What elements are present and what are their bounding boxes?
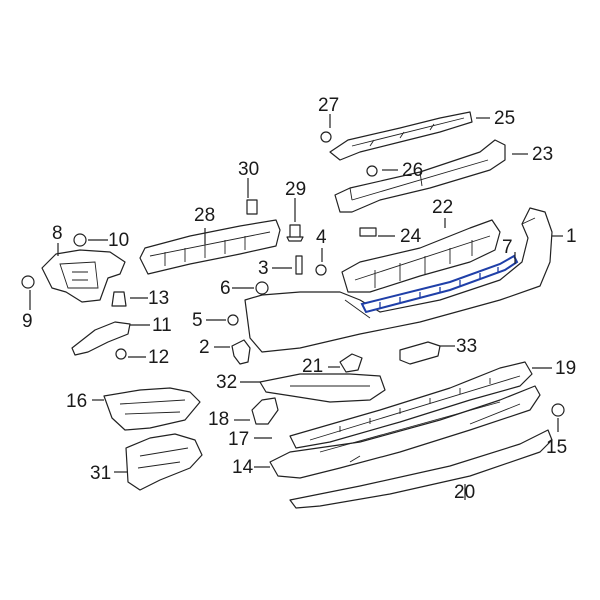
callout-7: 7 [502, 237, 513, 258]
leader-lines [29, 114, 563, 500]
callout-22: 22 [432, 197, 454, 218]
part-31-bracket [125, 433, 203, 491]
callout-20: 20 [454, 482, 476, 503]
part-1-bumper-cover [244, 207, 553, 353]
callout-32: 32 [216, 372, 238, 393]
part-27-nut [320, 131, 332, 143]
part-15-screw [551, 403, 565, 417]
part-18-clip [251, 397, 279, 425]
callout-29: 29 [285, 179, 307, 200]
callout-24: 24 [400, 226, 422, 247]
part-14-lower-cover [269, 385, 541, 479]
callout-13: 13 [148, 288, 170, 309]
part-6-grommet [255, 281, 269, 295]
callout-16: 16 [66, 391, 88, 412]
part-11-bracket [71, 321, 131, 356]
callout-12: 12 [148, 347, 170, 368]
part-3-stud [295, 255, 303, 275]
callout-30: 30 [238, 159, 260, 180]
part-23-bracket [334, 139, 506, 213]
callout-18: 18 [208, 409, 230, 430]
part-7-trim-strip-highlighted [360, 254, 519, 314]
part-32-housing [259, 373, 386, 403]
callout-1: 1 [566, 226, 577, 247]
part-24-bolt [359, 227, 377, 237]
part-5-screw [227, 314, 239, 326]
callout-23: 23 [532, 144, 554, 165]
part-29-bolt [286, 224, 304, 242]
callout-21: 21 [302, 356, 324, 377]
part-16-support [103, 387, 201, 431]
callout-10: 10 [108, 230, 130, 251]
part-12-screw [115, 348, 127, 360]
callout-2: 2 [199, 337, 210, 358]
part-26-screw [366, 165, 378, 177]
callout-26: 26 [402, 160, 424, 181]
part-33-bracket [399, 341, 441, 365]
callout-9: 9 [22, 311, 33, 332]
callout-27: 27 [318, 95, 340, 116]
callout-19: 19 [555, 358, 577, 379]
part-28-absorber [139, 219, 281, 275]
callout-14: 14 [232, 457, 254, 478]
callout-11: 11 [152, 315, 172, 336]
part-30-push-pin [246, 199, 258, 215]
part-21-socket [339, 353, 363, 373]
callout-5: 5 [192, 310, 203, 331]
part-25-reinforcement [329, 111, 473, 161]
callout-15: 15 [546, 437, 568, 458]
part-10-nut [73, 233, 87, 247]
part-4-screw [315, 264, 327, 276]
callout-31: 31 [90, 463, 112, 484]
part-13-nut [111, 291, 127, 307]
part-9-screw [21, 275, 35, 289]
callout-8: 8 [52, 223, 63, 244]
callout-6: 6 [220, 278, 231, 299]
callout-3: 3 [258, 258, 269, 279]
part-22-absorber [341, 219, 501, 293]
fasteners [21, 131, 565, 417]
callout-33: 33 [456, 336, 478, 357]
part-2-clip [231, 339, 251, 365]
callout-17: 17 [228, 429, 250, 450]
part-20-skid [289, 429, 553, 509]
part-19-valance [289, 361, 533, 449]
callout-28: 28 [194, 205, 216, 226]
callout-25: 25 [494, 108, 516, 129]
callout-4: 4 [316, 227, 327, 248]
part-8-bracket [41, 249, 126, 303]
